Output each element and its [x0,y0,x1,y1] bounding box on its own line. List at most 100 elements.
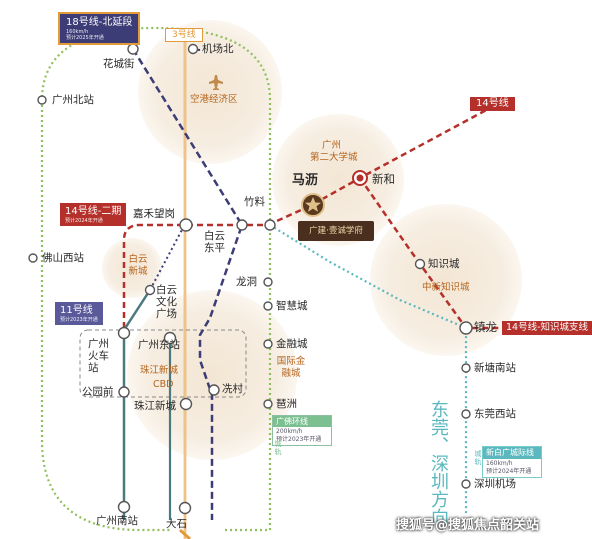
zone-dongguan-shenzhen: 东莞、深圳方向 [428,400,449,526]
label-baiyun-wenhua: 白云文化广场 [156,284,177,320]
badge-line14-phase2: 14号线-二期 预计2024年开通 [60,203,127,226]
badge-line14-branch: 14号线-知识城支线 [502,321,592,335]
label-gongyuanqian: 公园前 [82,386,114,398]
zone-konggang: 空港经济区 [190,94,238,105]
line14-phase2-path [122,223,268,338]
hub-dashed-box [79,329,247,398]
node-dashi [178,501,192,515]
guangfo-loop [40,26,272,532]
node-gongyuanqian [118,386,130,398]
label-guangzhou-huochezhan: 广州火车站 [88,338,109,374]
zone-baiyun-xincheng: 白云新城 [128,254,148,277]
guangfo-card: 广佛环线 200km/h 预计2023年开通 [272,415,332,446]
node-gznanzhan [117,500,131,514]
xinbai-card-title: 新白广城际线 [483,447,541,459]
badge-line18-title: 18号线-北延段 [66,17,133,28]
node-zhujiangxincheng [179,397,193,411]
badge-line11-sub1: 预计2023年开通 [60,317,98,323]
node-zhenlong [459,321,473,335]
label-guangzhou-nanzhan: 广州南站 [96,515,138,527]
guangfo-card-sub1: 200km/h [276,428,303,435]
label-guangzhou-dongzhan: 广州东站 [138,339,180,351]
badge-line18-sub2: 预计2025年开通 [66,35,104,41]
zone-glow-zhishicheng [370,204,522,356]
label-longdong: 龙洞 [236,276,257,288]
label-xiancun: 冼村 [222,383,243,395]
metro-map: 18号线-北延段 160km/h 预计2025年开通 3号线 14号线 14号线… [28,12,592,539]
node-jiahe [179,218,193,232]
zone-glow-konggang [138,20,282,164]
label-xintang-nanzhan: 新塘南站 [474,362,516,374]
guangfo-tag: 城轨 [274,440,282,456]
label-jichang-bei: 机场北 [202,43,234,55]
zone-zhongxin-zhishicheng: 中新知识城 [422,282,470,293]
label-xinhe: 新和 [372,172,395,186]
label-dongguan-xizhan: 东莞西站 [474,408,516,420]
node-baiyunwenhua [144,284,156,296]
xinbai-card-sub1: 160km/h [486,460,513,467]
zone-daxuecheng-1: 广州 [322,140,342,151]
label-huacheng-jie: 花城街 [103,58,135,70]
badge-line11: 11号线 预计2023年开通 [55,302,103,325]
node-gzhuochezhan [117,326,131,340]
label-zhujiang-xincheng: 珠江新城 [134,400,176,412]
badge-line14-phase2-title: 14号线-二期 [65,206,122,217]
node-zhihui [263,301,273,311]
xinbai-tag: 城轨 [474,450,482,466]
map-lines [28,20,522,539]
node-gzdongzhan [163,331,177,345]
label-mali: 马沥 [292,173,319,188]
node-baiyundongping [236,219,248,231]
badge-line14-title: 14号线 [476,98,509,109]
node-jichangbei [187,43,199,55]
label-jiahe-wanggang: 嘉禾望岗 [133,208,175,220]
xinbai-card-sub2: 预计2024年开通 [486,468,532,475]
label-zhishicheng: 知识城 [428,258,460,270]
node-dongguanxi [461,409,471,419]
node-jinrong [263,339,273,349]
label-qinzhou: 琶洲 [276,398,297,410]
node-zhuliao [264,219,276,231]
zone-glow-baiyun [102,238,162,298]
zone-zhujiang-cbd-1: 珠江新城 [140,365,179,376]
watermark: 搜狐号@搜狐焦点韶关站 [396,518,540,533]
label-jinrongcheng: 金融城 [276,338,308,350]
line14-path [267,106,491,227]
node-xintangnan [461,363,471,373]
node-zhishicheng [414,258,426,270]
node-gzbeizhan [37,95,47,105]
node-foshanxi [28,253,38,263]
zone-guoji-jinrongcheng: 国际金融城 [276,356,306,379]
node-huacheng [127,43,139,55]
node-shenzhenjichang [461,479,471,489]
line14-branch-path [358,177,500,330]
badge-line14-phase2-sub1: 预计2024年开通 [65,218,103,224]
airplane-icon [209,75,223,90]
label-foshan-xizhan: 佛山西站 [42,252,84,264]
badge-line11-title: 11号线 [60,305,93,316]
badge-line3: 3号线 [165,28,203,42]
node-longdong [263,277,273,287]
badge-line3-title: 3号线 [172,30,196,40]
xinbai-path [269,224,468,515]
xinbai-card: 新白广城际线 160km/h 预计2024年开通 [482,446,542,478]
label-zhuliao: 竹料 [244,196,265,208]
badge-line18-sub1: 160km/h [66,29,89,35]
label-dashi: 大石 [166,518,187,530]
badge-line18: 18号线-北延段 160km/h 预计2025年开通 [58,12,141,45]
label-shenzhen-jichang: 深圳机场 [474,478,516,490]
label-zhenlong: 镇龙 [474,320,497,334]
project-banner [298,221,374,241]
node-qinzhou [263,399,273,409]
project-label: 广建·壹诚学府 [309,226,363,236]
zone-daxuecheng-2: 第二大学城 [310,152,358,163]
label-baiyun-dongping: 白云东平 [204,230,225,254]
guangfo-card-title: 广佛环线 [273,416,331,427]
zone-zhujiang-cbd-2: CBD [153,379,174,390]
label-zhihuicheng: 智慧城 [276,300,308,312]
guangfo-card-sub2: 预计2023年开通 [276,436,322,443]
badge-line14-branch-title: 14号线-知识城支线 [506,322,589,333]
badge-line14: 14号线 [470,97,515,111]
label-guangzhou-beizhan: 广州北站 [52,94,94,106]
node-xiancun [208,384,220,396]
